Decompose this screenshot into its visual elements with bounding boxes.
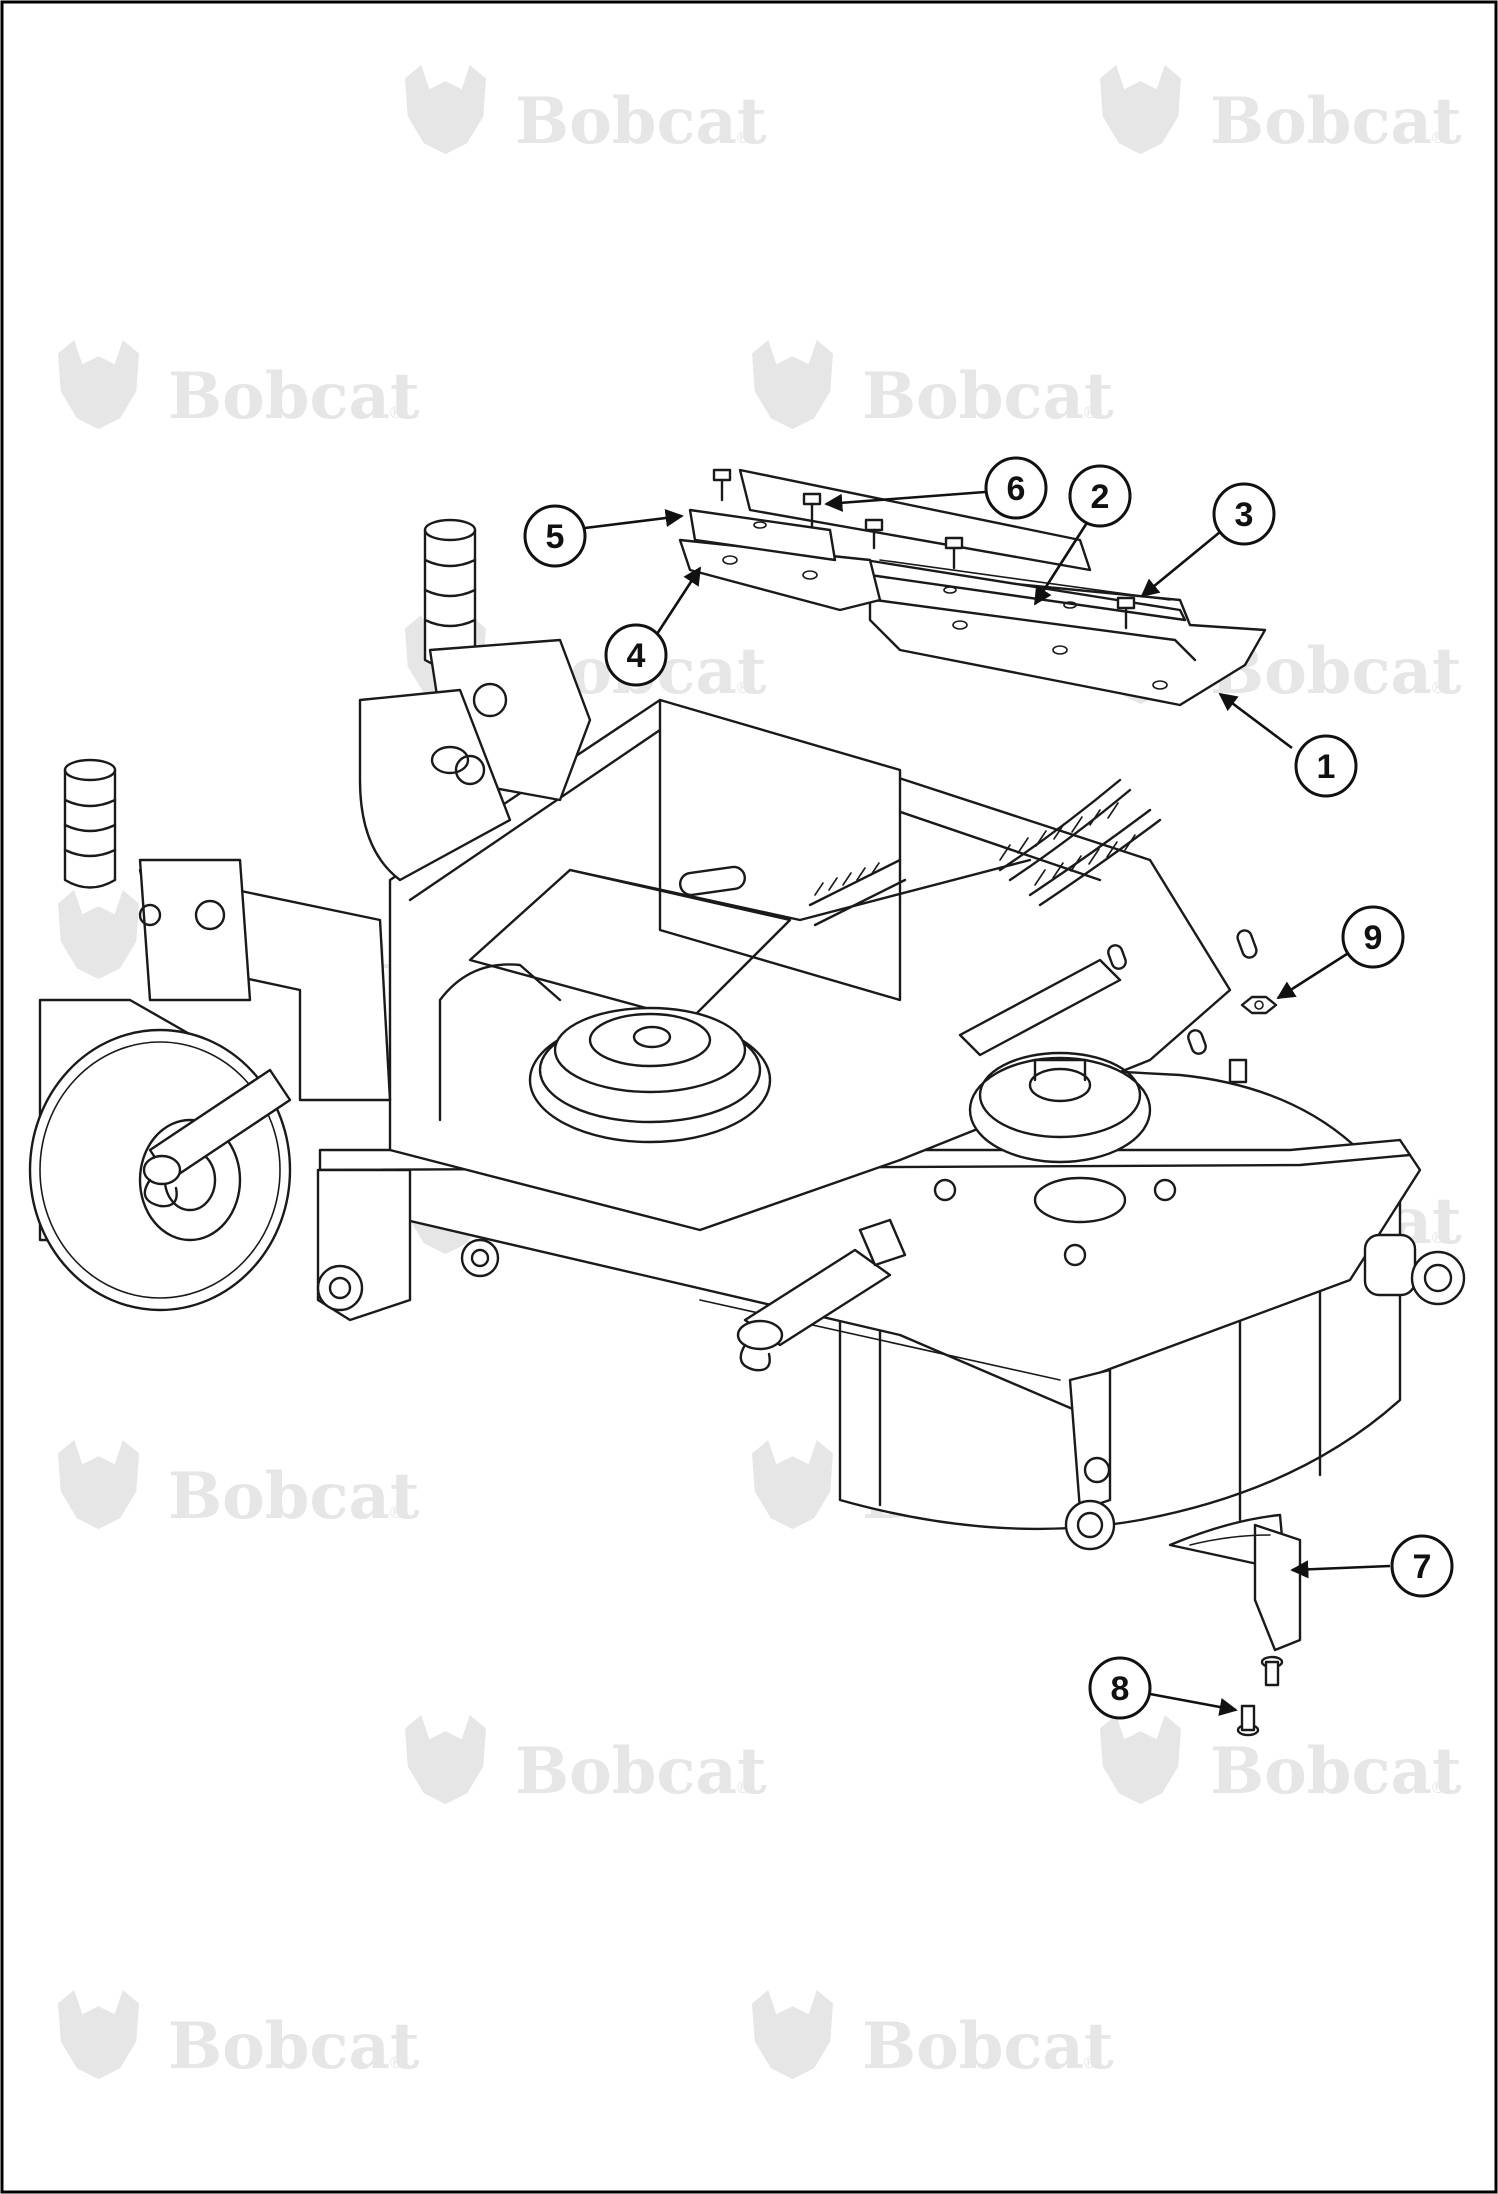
svg-text:®: ® — [1430, 678, 1446, 697]
right-rear-roller — [1064, 1368, 1116, 1551]
callout-3-label: 3 — [1235, 496, 1254, 534]
part-6-bolts — [712, 468, 964, 570]
part-3-bolt — [1116, 596, 1136, 630]
callout-4: 4 — [604, 566, 702, 687]
part-8-rivets — [1236, 1655, 1284, 1737]
bobcat-watermark: Bobcat® — [405, 65, 767, 159]
svg-text:Bobcat: Bobcat — [168, 1459, 420, 1534]
baffle-exploded-parts — [678, 468, 1267, 707]
svg-text:®: ® — [388, 403, 404, 422]
callout-9: 9 — [1276, 905, 1405, 1000]
callout-6: 6 — [824, 456, 1048, 520]
callout-2-label: 2 — [1091, 478, 1110, 516]
front-lift-pin — [736, 1218, 907, 1372]
svg-text:®: ® — [1082, 2053, 1098, 2072]
svg-text:®: ® — [735, 128, 751, 147]
left-spindle-pulley — [528, 1006, 772, 1144]
bobcat-watermark: Bobcat® — [405, 1715, 767, 1809]
svg-text:®: ® — [1430, 128, 1446, 147]
callout-1: 1 — [1218, 692, 1358, 798]
bobcat-watermark: Bobcat® — [752, 1990, 1114, 2084]
mower-deck-assembly — [316, 698, 1466, 1551]
callout-3: 3 — [1140, 482, 1276, 598]
svg-text:®: ® — [735, 1778, 751, 1797]
left-caster-assembly — [28, 518, 592, 1312]
svg-text:Bobcat: Bobcat — [168, 2009, 420, 2084]
bobcat-logo-icon — [1100, 1715, 1181, 1805]
center-lift-bracket — [658, 698, 902, 1002]
callout-1-label: 1 — [1317, 748, 1336, 786]
svg-text:Bobcat: Bobcat — [1210, 1734, 1462, 1809]
bobcat-logo-icon — [405, 65, 486, 155]
bobcat-logo-icon — [752, 340, 833, 430]
bobcat-watermark: Bobcat® — [58, 1990, 420, 2084]
bobcat-logo-icon — [58, 1440, 139, 1530]
bobcat-logo-icon — [752, 1990, 833, 2080]
callout-6-label: 6 — [1007, 470, 1026, 508]
svg-text:®: ® — [388, 2053, 404, 2072]
bobcat-watermark: Bobcat® — [1100, 65, 1462, 159]
bobcat-watermark: Bobcat® — [1100, 1715, 1462, 1809]
right-spindle-pulley — [968, 1051, 1152, 1224]
front-caster-post — [63, 768, 117, 889]
bobcat-logo-icon — [1100, 65, 1181, 155]
svg-text:Bobcat: Bobcat — [515, 84, 767, 159]
callout-layer: 1 2 3 4 5 6 7 — [523, 456, 1454, 1720]
callout-5: 5 — [523, 504, 684, 568]
svg-text:Bobcat: Bobcat — [168, 359, 420, 434]
part-9-nut — [1240, 995, 1278, 1015]
callout-7-label: 7 — [1413, 1548, 1432, 1586]
part-7-clip — [1168, 1513, 1302, 1652]
callout-8-label: 8 — [1111, 1670, 1130, 1708]
callout-9-label: 9 — [1364, 919, 1383, 957]
svg-text:®: ® — [1430, 1228, 1446, 1247]
callout-2: 2 — [1033, 464, 1132, 606]
idler-arm — [958, 958, 1122, 1057]
callout-5-label: 5 — [546, 518, 565, 556]
bobcat-watermark: Bobcat® — [58, 1440, 420, 1534]
bobcat-watermark: Bobcat® — [58, 340, 420, 434]
bobcat-logo-icon — [405, 1715, 486, 1805]
svg-text:Bobcat: Bobcat — [515, 1734, 767, 1809]
bobcat-logo-icon — [752, 1440, 833, 1530]
callout-8: 8 — [1088, 1656, 1238, 1720]
svg-text:®: ® — [1430, 1778, 1446, 1797]
bobcat-logo-icon — [58, 890, 139, 980]
tension-springs — [808, 778, 1162, 927]
svg-text:®: ® — [1082, 403, 1098, 422]
svg-text:Bobcat: Bobcat — [862, 2009, 1114, 2084]
callout-7: 7 — [1290, 1534, 1454, 1598]
part-5-strip — [688, 508, 837, 562]
part-1-baffle-plate — [868, 568, 1267, 707]
bobcat-logo-icon — [58, 340, 139, 430]
svg-text:®: ® — [735, 678, 751, 697]
bobcat-watermark: Bobcat® — [752, 340, 1114, 434]
svg-text:®: ® — [388, 1503, 404, 1522]
svg-text:Bobcat: Bobcat — [1210, 84, 1462, 159]
svg-text:Bobcat: Bobcat — [862, 359, 1114, 434]
callout-4-label: 4 — [627, 637, 646, 675]
bobcat-logo-icon — [58, 1990, 139, 2080]
right-front-roller — [1363, 1233, 1466, 1306]
